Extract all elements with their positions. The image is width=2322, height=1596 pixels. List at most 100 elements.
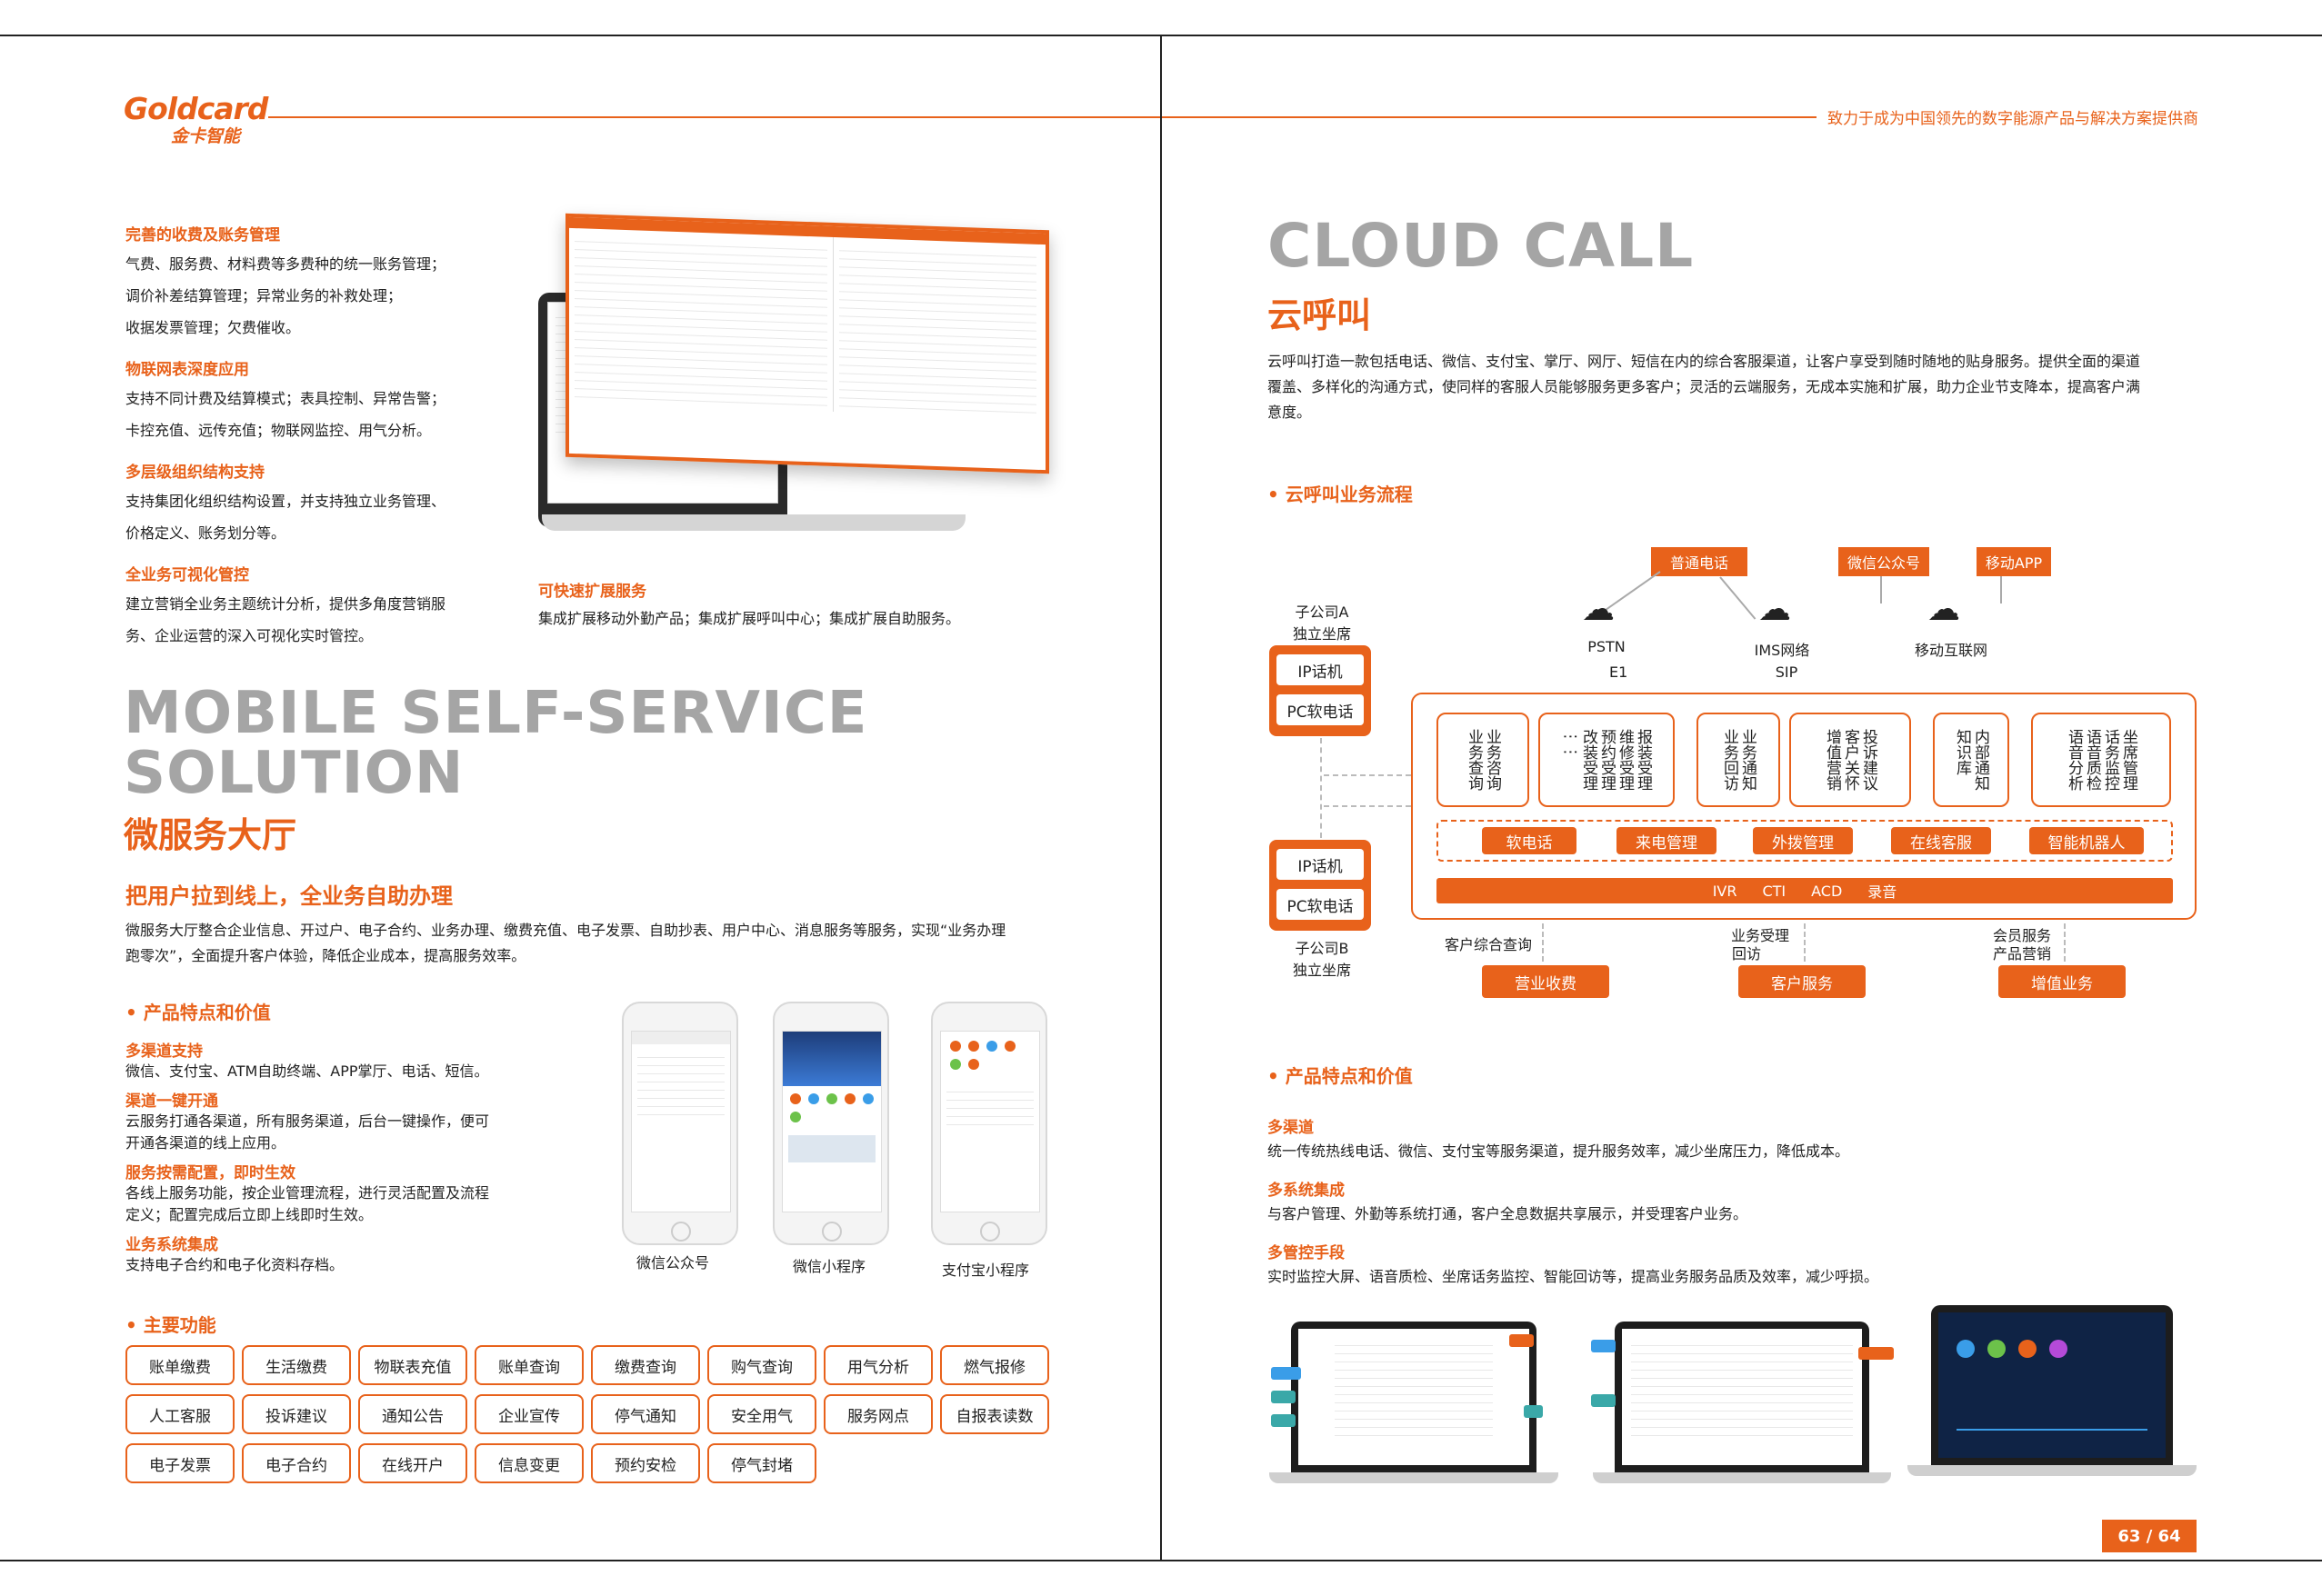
feature-line: 务、企业运营的深入可视化实时管控。 <box>125 627 374 644</box>
value-line: 各线上服务功能，按企业管理流程，进行灵活配置及流程 <box>125 1184 490 1202</box>
sub-b-line2: 独立坐席 <box>1292 962 1351 979</box>
cloud-icon-ims: ☁ <box>1758 591 1791 628</box>
bottom-customer-service[interactable]: 客户服务 <box>1738 965 1866 998</box>
callout-tag <box>1271 1391 1296 1403</box>
function-button[interactable]: 预约安检 <box>591 1443 700 1483</box>
core-bar: IVR CTI ACD 录音 <box>1436 878 2173 903</box>
sub-b-panel: IP话机 PC软电话 <box>1269 840 1371 931</box>
pc-softphone-button[interactable]: PC软电话 <box>1276 694 1364 725</box>
phone-label: 微信公众号 <box>636 1254 710 1272</box>
function-button[interactable]: 通知公告 <box>358 1394 467 1434</box>
function-button[interactable]: 安全用气 <box>707 1394 816 1434</box>
callout-tag <box>1509 1334 1535 1347</box>
callout-tag <box>1271 1414 1296 1427</box>
bottom-label: 回访 <box>1731 945 1761 963</box>
value-title: 多渠道 <box>1267 1119 1314 1137</box>
function-button[interactable]: 人工客服 <box>125 1394 235 1434</box>
function-button[interactable]: 燃气报修 <box>940 1345 1049 1385</box>
intro-line: 覆盖、多样化的沟通方式，使同样的客服人员能够服务更多客户；灵活的云端服务，无成本… <box>1267 378 2141 395</box>
expand-services: 可快速扩展服务 集成扩展移动外勤产品；集成扩展呼叫中心；集成扩展自助服务。 <box>538 578 960 634</box>
module-text: 客户关怀 <box>1841 729 1859 791</box>
mobile-title-cn: 微服务大厅 <box>124 815 297 855</box>
value-line: 支持电子合约和电子化资料存档。 <box>125 1256 345 1273</box>
value-line: 开通各渠道的线上应用。 <box>125 1134 286 1152</box>
module-seat-monitor[interactable]: 坐席管理话务监控语音质检语音分析 <box>2031 713 2171 807</box>
dashed-link <box>1320 738 1322 838</box>
bottom-label: 产品营销 <box>1992 945 2051 963</box>
function-button[interactable]: 缴费查询 <box>591 1345 700 1385</box>
service-softphone[interactable]: 软电话 <box>1482 827 1576 854</box>
feature-line: 价格定义、账务划分等。 <box>125 524 286 542</box>
bottom-business-fee[interactable]: 营业收费 <box>1482 965 1609 998</box>
value-text: 统一传统热线电话、微信、支付宝等服务渠道，提升服务效率，减少坐席压力，降低成本。 <box>1267 1142 1850 1160</box>
function-button[interactable]: 服务网点 <box>824 1394 933 1434</box>
pc-softphone-button[interactable]: PC软电话 <box>1276 889 1364 920</box>
top-tag-phone: 普通电话 <box>1651 547 1747 576</box>
core-ivr: IVR <box>1712 882 1737 900</box>
value-title: 多渠道支持 <box>125 1042 203 1061</box>
laptop-base <box>1593 1472 1891 1483</box>
ip-phone-button[interactable]: IP话机 <box>1276 654 1364 685</box>
callout-tag <box>1591 1394 1616 1407</box>
module-text: 内部通知 <box>1971 729 1989 791</box>
feature-line: 建立营销全业务主题统计分析，提供多角度营销服 <box>125 595 446 613</box>
module-consult[interactable]: 业务咨询业务查询 <box>1436 713 1529 807</box>
value-title: 业务系统集成 <box>125 1236 218 1254</box>
ip-phone-button[interactable]: IP话机 <box>1276 849 1364 880</box>
top-tag-wechat: 微信公众号 <box>1838 547 1929 576</box>
link-line <box>1880 576 1882 603</box>
service-robot[interactable]: 智能机器人 <box>2029 827 2144 854</box>
value-text: 实时监控大屏、语音质检、坐席话务监控、智能回访等，提高业务服务品质及效率，减少呼… <box>1267 1268 1879 1285</box>
feature-line: 气费、服务费、材料费等多费种的统一账务管理； <box>125 255 446 273</box>
phone-screen <box>940 1031 1040 1212</box>
function-button[interactable]: 账单查询 <box>475 1345 584 1385</box>
bottom-label: 客户综合查询 <box>1444 936 1532 953</box>
service-incoming[interactable]: 来电管理 <box>1616 827 1716 854</box>
service-row <box>1436 820 2173 862</box>
module-text: ⋮⋮ <box>1561 729 1579 760</box>
function-button[interactable]: 自报表读数 <box>940 1394 1049 1434</box>
function-button[interactable]: 生活缴费 <box>242 1345 351 1385</box>
bottom-label: 业务受理 <box>1730 927 1789 944</box>
feature-line: 支持不同计费及结算模式；表具控制、异常告警； <box>125 390 446 407</box>
service-outbound[interactable]: 外拨管理 <box>1753 827 1853 854</box>
function-button[interactable]: 信息变更 <box>475 1443 584 1483</box>
module-text: 业务咨询 <box>1483 729 1501 791</box>
feature-title: 全业务可视化管控 <box>125 566 249 584</box>
feature-1: 完善的收费及账务管理 气费、服务费、材料费等多费种的统一账务管理； 调价补差结算… <box>125 222 507 344</box>
intro-line: 云呼叫打造一款包括电话、微信、支付宝、掌厅、网厅、短信在内的综合客服渠道，让客户… <box>1267 353 2141 370</box>
cloud-label: 移动互联网 <box>1914 642 1987 659</box>
module-complaint[interactable]: 投诉建议客户关怀增值营销 <box>1789 713 1911 807</box>
module-knowledge[interactable]: 内部通知知识库 <box>1933 713 2009 807</box>
section-functions: 主要功能 <box>125 1311 216 1337</box>
goldcard-logo: Goldcard 金卡智能 <box>124 91 268 147</box>
module-service-apply[interactable]: 报装受理维修受理预约受理改装受理⋮⋮ <box>1538 713 1675 807</box>
laptop-base <box>542 514 966 531</box>
monitor-screenshot <box>565 213 1049 474</box>
feature-line: 调价补差结算管理；异常业务的补救处理； <box>125 287 403 304</box>
dashed-link <box>1324 774 1411 776</box>
callout-tag <box>1858 1347 1894 1360</box>
feature-2: 物联网表深度应用 支持不同计费及结算模式；表具控制、异常告警； 卡控充值、远传充… <box>125 356 507 446</box>
laptop-base <box>1269 1472 1558 1483</box>
function-button[interactable]: 账单缴费 <box>125 1345 235 1385</box>
value-text: 与客户管理、外勤等系统打通，客户全息数据共享展示，并受理客户业务。 <box>1267 1205 1748 1222</box>
function-button[interactable]: 停气封堵 <box>707 1443 816 1483</box>
function-button[interactable]: 停气通知 <box>591 1394 700 1434</box>
function-button[interactable]: 电子合约 <box>242 1443 351 1483</box>
core-cti: CTI <box>1762 882 1787 900</box>
function-button[interactable]: 用气分析 <box>824 1345 933 1385</box>
service-online[interactable]: 在线客服 <box>1891 827 1991 854</box>
function-button[interactable]: 购气查询 <box>707 1345 816 1385</box>
cloud-label: IMS网络 <box>1754 642 1810 659</box>
function-button[interactable]: 投诉建议 <box>242 1394 351 1434</box>
function-button[interactable]: 物联表充值 <box>358 1345 467 1385</box>
module-notify[interactable]: 业务通知业务回访 <box>1696 713 1780 807</box>
bottom-value-added[interactable]: 增值业务 <box>1998 965 2126 998</box>
module-text: 业务通知 <box>1738 729 1757 791</box>
function-button[interactable]: 企业宣传 <box>475 1394 584 1434</box>
page-number: 63 / 64 <box>2102 1520 2197 1552</box>
function-button[interactable]: 在线开户 <box>358 1443 467 1483</box>
callout-tag <box>1271 1367 1301 1380</box>
function-button[interactable]: 电子发票 <box>125 1443 235 1483</box>
